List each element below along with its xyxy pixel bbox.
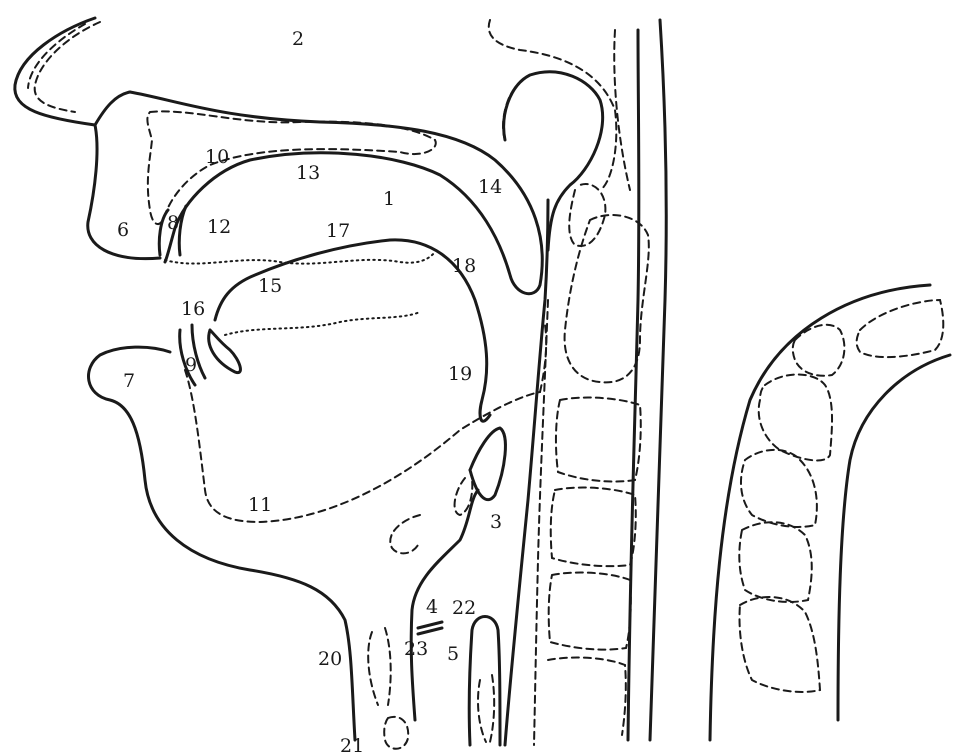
label-5: 5 [447,643,459,665]
label-10: 10 [205,146,229,168]
label-6: 6 [117,219,129,241]
spine-back [650,20,666,740]
label-15: 15 [258,275,282,297]
vertebra-c4 [551,488,636,567]
label-23: 23 [404,638,428,660]
vertebra-c6 [548,658,626,735]
vertebra-c5 [549,573,631,650]
vocal-folds [418,622,442,634]
inset-vertebra-1 [857,300,944,357]
hyoid-bone [390,515,420,553]
tongue-tip [209,330,241,373]
vertebra-c1 [569,184,605,246]
nose-outline [15,18,100,125]
label-12: 12 [207,216,231,238]
tongue-outline [215,240,490,421]
label-20: 20 [318,648,342,670]
label-9: 9 [185,354,197,376]
trachea-ring [469,617,500,746]
lower-gumline [225,312,420,335]
label-2: 2 [292,28,304,50]
label-18: 18 [452,255,476,277]
label-21: 21 [340,735,364,756]
label-16: 16 [181,298,205,320]
label-3: 3 [490,511,502,533]
thyroid-cartilage [368,628,391,705]
label-11: 11 [248,494,272,516]
label-8: 8 [167,212,179,234]
label-14: 14 [478,176,502,198]
label-1: 1 [383,188,395,210]
epiglottis [470,428,505,500]
vertebra-c3 [556,398,641,482]
cricoid-cartilage [384,717,408,749]
inset-spine-outer [710,285,930,740]
lower-jaw-outline [89,347,355,740]
inset-vertebra-3 [759,374,832,460]
label-17: 17 [326,220,350,242]
label-4: 4 [426,596,438,618]
trachea-inner [478,675,494,742]
label-7: 7 [123,370,135,392]
label-19: 19 [448,363,472,385]
inset-vertebra-6 [740,597,821,692]
inset-spine-inner [838,355,950,720]
label-22: 22 [452,597,476,619]
label-13: 13 [296,162,320,184]
inset-vertebra-4 [741,450,817,527]
inset-vertebra-5 [739,522,811,602]
